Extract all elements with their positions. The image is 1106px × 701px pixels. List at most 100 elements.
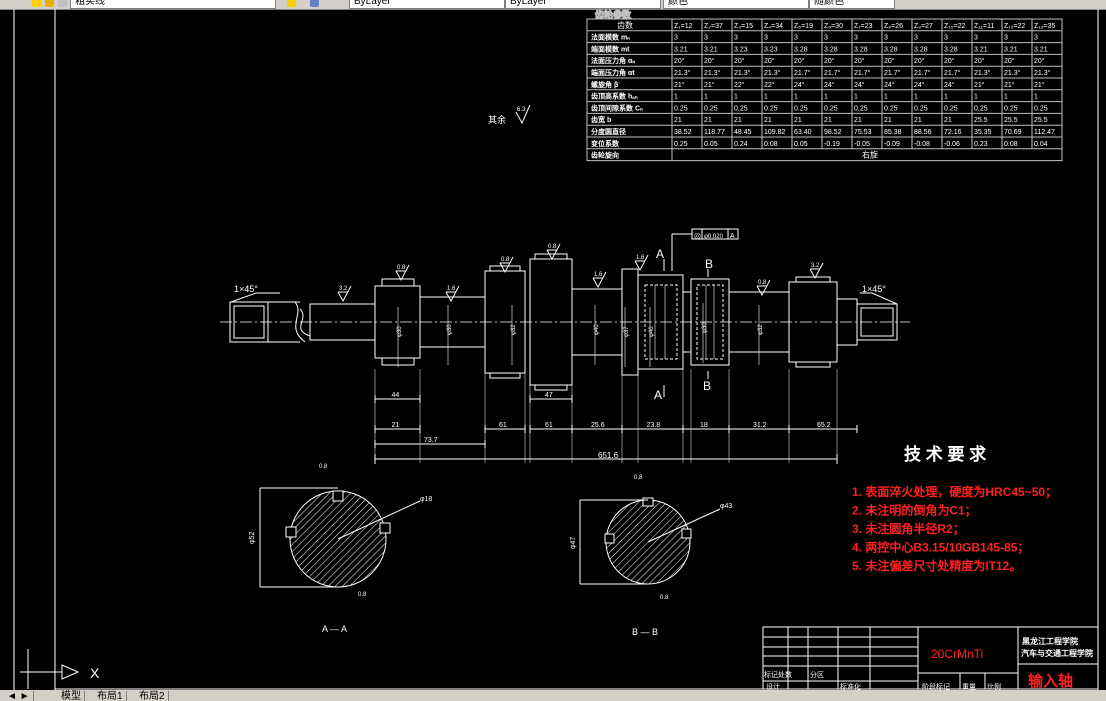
table-cell: 21.3°: [974, 69, 991, 77]
section-a-top-label: A: [656, 247, 664, 261]
roughness-symbols: 3.20.81.60.80.81.61.60.83.2: [337, 243, 824, 303]
table-cell: 75.53: [854, 129, 872, 136]
layer-state-icon[interactable]: [32, 0, 41, 7]
table-column-header: Z₂=37: [704, 23, 723, 30]
roughness-value: 1.6: [594, 272, 603, 278]
roughness-value: 1.6: [636, 255, 645, 261]
table-cell: 21.3°: [674, 69, 691, 77]
table-cell: 1: [1004, 94, 1008, 101]
table-cell: 21°: [1004, 81, 1015, 89]
linetype-dropdown[interactable]: ByLayer: [505, 0, 661, 9]
chamfer-right-label: 1×45°: [862, 284, 886, 294]
length-dimension-value: 61: [499, 422, 507, 429]
table-cell: 20°: [854, 57, 865, 65]
length-dimension-value: 47: [545, 392, 553, 399]
table-row-label: 变位系数: [591, 139, 620, 148]
table-cell: -0.09: [884, 141, 900, 148]
table-column-header: Z₁=12: [674, 23, 693, 30]
section-bb-view[interactable]: [579, 497, 721, 585]
table-cell: 24°: [914, 81, 925, 89]
layer-previous-icon[interactable]: [310, 0, 319, 7]
table-cell: 0.25: [884, 105, 898, 112]
table-cell: 21.3°: [1004, 69, 1021, 77]
table-cell: 0.25: [764, 105, 778, 112]
roughness-value: 0.8: [397, 265, 406, 271]
table-cell: 70.69: [1004, 129, 1022, 136]
table-row-label: 端面压力角 αt: [591, 68, 635, 77]
roughness-icon: [499, 256, 514, 274]
table-cell: 3.21: [974, 46, 988, 53]
table-cell: 0.08: [1004, 141, 1018, 148]
chamfer-callouts: [230, 292, 898, 305]
section-aa-view[interactable]: [259, 487, 421, 588]
material-value: 20CrMnTi: [931, 647, 983, 661]
shaft-main-view[interactable]: [220, 253, 910, 391]
table-cell: 3: [884, 35, 888, 42]
designer-label: 设计: [766, 682, 780, 690]
tolerance-datum: A: [730, 233, 735, 240]
table-last-row-value: 右旋: [862, 150, 878, 160]
color-dropdown[interactable]: ByLayer: [349, 0, 505, 9]
tab-model[interactable]: 模型: [58, 691, 85, 701]
table-cell: 3.21: [674, 46, 688, 53]
table-cell: 21: [674, 117, 682, 124]
table-cell: 21.3°: [734, 69, 751, 77]
table-cell: 20°: [794, 57, 805, 65]
table-cell: 1: [914, 94, 918, 101]
section-aa-diameter: φ52: [249, 532, 256, 544]
layer-dropdown[interactable]: 粗实线: [70, 0, 276, 9]
table-cell: 20°: [944, 57, 955, 65]
table-cell: 0.04: [1034, 141, 1048, 148]
tab-layout-2[interactable]: 布局2: [136, 691, 169, 701]
table-cell: 3: [794, 35, 798, 42]
table-column-header: Z₅=19: [794, 23, 813, 30]
tab-layout-1[interactable]: 布局1: [94, 691, 127, 701]
table-cell: 3.28: [944, 46, 958, 53]
table-cell: 21: [704, 117, 712, 124]
remainder-roughness: 其余 6.3: [488, 104, 531, 125]
section-aa-roughness-1: 0.8: [319, 464, 328, 470]
layer-lock-icon[interactable]: [58, 0, 67, 7]
scale-label: 比例: [987, 682, 1001, 690]
table-cell: 109.82: [764, 129, 786, 136]
table-cell: 3: [914, 35, 918, 42]
lineweight-dropdown[interactable]: 颜色: [663, 0, 809, 9]
table-cell: 20°: [884, 57, 895, 65]
table-cell: 21: [884, 117, 892, 124]
table-row-label: 法面模数 mₙ: [591, 33, 630, 42]
layout-nav-icon[interactable]: ◄ ►: [4, 691, 34, 701]
section-a-bottom-label: A: [654, 388, 662, 402]
tech-requirement-item: 5. 未注偏差尺寸处精度为IT12。: [852, 558, 1021, 573]
weight-label: 重量: [962, 683, 976, 690]
section-bb-label: B — B: [632, 627, 658, 637]
roughness-icon: [634, 254, 649, 272]
section-aa-label: A — A: [322, 624, 347, 634]
shaft-right-end: [856, 303, 898, 341]
table-cell: 24°: [824, 81, 835, 89]
roughness-symbol-icon: [515, 104, 531, 125]
table-cell: 21°: [1034, 81, 1045, 89]
table-column-header: Z₁₂=22: [1004, 23, 1025, 30]
table-cell: 20°: [674, 57, 685, 65]
diameter-value: φ37: [624, 326, 630, 337]
table-cell: 85.38: [884, 129, 902, 136]
table-cell: 3.21: [1004, 46, 1018, 53]
table-cell: 1: [764, 94, 768, 101]
layer-sun-icon[interactable]: [45, 0, 54, 7]
roughness-value: 0.8: [758, 280, 767, 286]
table-cell: -0.19: [824, 141, 840, 148]
table-cell: 21.7°: [944, 69, 961, 77]
plotstyle-dropdown[interactable]: 随颜色: [809, 0, 895, 9]
make-current-layer-icon[interactable]: [287, 0, 296, 7]
table-cell: 24°: [944, 81, 955, 89]
table-cell: 21.3°: [704, 69, 721, 77]
table-cell: 3: [764, 35, 768, 42]
table-cell: -0.08: [914, 141, 930, 148]
table-cell: 20°: [704, 57, 715, 65]
table-cell: 1: [854, 94, 858, 101]
section-aa-roughness-2: 0.8: [358, 592, 367, 598]
table-cell: 25.5: [1034, 117, 1048, 124]
table-title: 齿轮参数: [595, 9, 632, 20]
length-dimension-value: 61: [545, 422, 553, 429]
